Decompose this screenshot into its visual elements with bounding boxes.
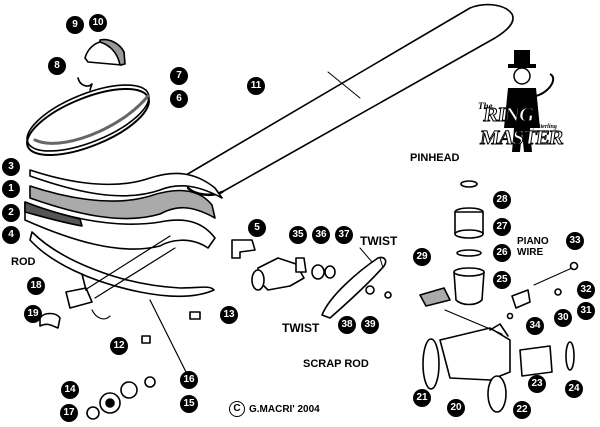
washer-36: [324, 265, 336, 279]
callout-32: 32: [577, 281, 595, 299]
callout-10: 10: [89, 14, 107, 32]
callout-27: 27: [493, 218, 511, 236]
small-block-13: [189, 311, 201, 320]
callout-23: 23: [528, 375, 546, 393]
canopy: [84, 38, 126, 66]
hook-piece: [77, 77, 93, 91]
wing: [185, 3, 514, 197]
clamp-30: [511, 289, 531, 309]
callout-37: 37: [335, 226, 353, 244]
callout-14: 14: [61, 381, 79, 399]
small-block-12: [141, 335, 151, 344]
pinhead-label: PINHEAD: [410, 152, 460, 164]
cowling-assembly: [422, 323, 575, 413]
pushrods: [84, 235, 191, 381]
callout-35: 35: [289, 226, 307, 244]
callout-22: 22: [513, 401, 531, 419]
callout-33: 33: [566, 232, 584, 250]
screw-34: [506, 312, 514, 320]
engine: [251, 257, 307, 291]
callout-2: 2: [2, 204, 20, 222]
callout-4: 4: [2, 226, 20, 244]
callout-8: 8: [48, 57, 66, 75]
callout-31: 31: [577, 302, 595, 320]
callout-3: 3: [2, 158, 20, 176]
nut-39: [384, 291, 392, 299]
callout-1: 1: [2, 180, 20, 198]
logo-by: by Sterling: [530, 124, 557, 130]
callout-39: 39: [361, 316, 379, 334]
canopy-fairing: [26, 84, 150, 156]
copyright: C G.MACRI' 2004: [229, 401, 320, 417]
mount-29: [419, 287, 451, 307]
ringmaster-figure: [504, 50, 555, 152]
ring-master-logo: The RING MASTER by Sterling: [470, 48, 595, 156]
piano-wire-label: PIANO WIRE: [517, 236, 549, 258]
fuel-tank: [453, 180, 485, 306]
callout-36: 36: [312, 226, 330, 244]
callout-28: 28: [493, 191, 511, 209]
callout-20: 20: [447, 399, 465, 417]
scrap-rod-label: SCRAP ROD: [303, 358, 369, 370]
callout-15: 15: [180, 395, 198, 413]
copyright-symbol: C: [229, 401, 245, 417]
spinner-38: [365, 285, 375, 295]
twist-label-bottom: TWIST: [282, 321, 320, 335]
propeller: [321, 256, 387, 319]
callout-30: 30: [554, 309, 572, 327]
callout-24: 24: [565, 380, 583, 398]
twist-label-top: TWIST: [360, 234, 398, 248]
callout-34: 34: [526, 317, 544, 335]
lower-fuselage: [29, 231, 215, 298]
callout-9: 9: [66, 16, 84, 34]
callout-17: 17: [60, 404, 78, 422]
callout-19: 19: [24, 305, 42, 323]
fuselage-parts: [24, 169, 223, 250]
callout-6: 6: [170, 90, 188, 108]
callout-26: 26: [493, 244, 511, 262]
logo-the: The: [478, 101, 493, 111]
rod-label: ROD: [11, 256, 36, 268]
bolt-32: [554, 288, 562, 296]
washer-35: [311, 264, 325, 280]
wheels: [86, 376, 156, 420]
bracket: [231, 239, 256, 259]
callout-11: 11: [247, 77, 265, 95]
callout-21: 21: [413, 389, 431, 407]
callout-16: 16: [180, 371, 198, 389]
callout-12: 12: [110, 337, 128, 355]
callout-38: 38: [338, 316, 356, 334]
callout-7: 7: [170, 67, 188, 85]
callout-5: 5: [248, 219, 266, 237]
pointer-lines: [444, 309, 503, 335]
callout-29: 29: [413, 248, 431, 266]
copyright-text: G.MACRI' 2004: [249, 403, 320, 415]
callout-18: 18: [27, 277, 45, 295]
callout-13: 13: [220, 306, 238, 324]
bellcrank: [39, 273, 93, 329]
callout-25: 25: [493, 271, 511, 289]
